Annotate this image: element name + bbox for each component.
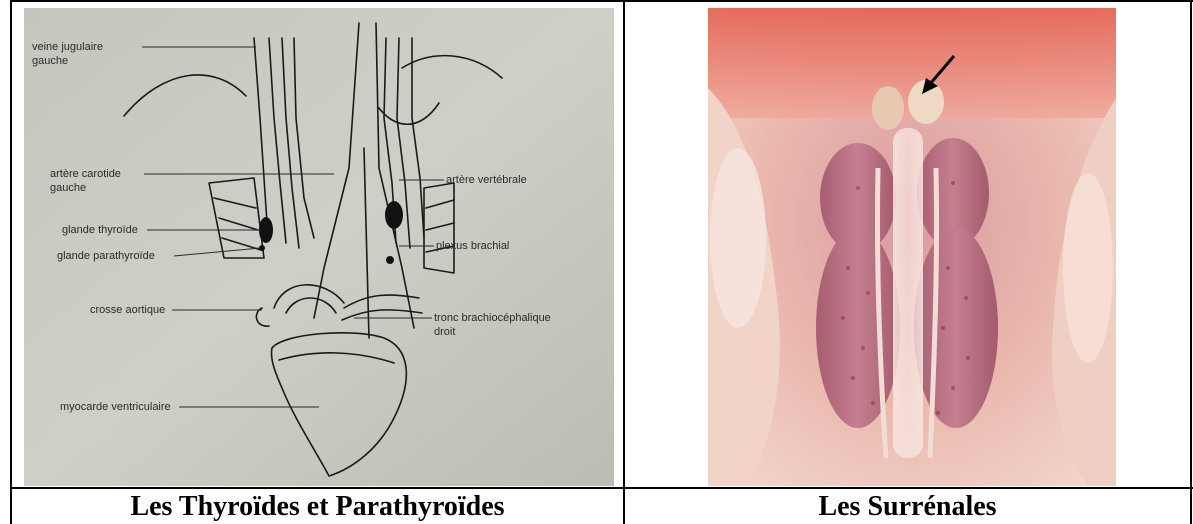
thyroid-diagram: veine jugulaire gauche artère carotide g…	[24, 8, 614, 486]
label-tronc-line2: droit	[434, 326, 455, 338]
adrenal-photo	[708, 8, 1116, 486]
caption-thyroids: Les Thyroïdes et Parathyroïdes	[12, 490, 623, 524]
label-plexus-brachial: plexus brachial	[436, 240, 509, 252]
table-border-right	[1190, 0, 1192, 524]
label-glande-parathyroide: glande parathyroïde	[57, 250, 155, 262]
label-veine-jugulaire-line2: gauche	[32, 55, 68, 67]
table-border-middle	[623, 0, 625, 524]
label-artere-carotide-line1: artère carotide	[50, 168, 121, 180]
right-shiny-tissue	[1063, 173, 1113, 363]
label-artere-carotide-line2: gauche	[50, 182, 86, 194]
right-kidney-lower	[914, 228, 998, 428]
table-border-top	[10, 0, 1193, 2]
diagram-background	[24, 8, 614, 486]
caption-adrenals: Les Surrénales	[625, 490, 1190, 524]
label-artere-vertebrale: artère vertébrale	[446, 174, 527, 186]
left-thyroid-gland	[259, 217, 273, 243]
right-parathyroid-gland	[386, 256, 394, 264]
label-glande-thyroide: glande thyroïde	[62, 224, 138, 236]
label-crosse-aortique: crosse aortique	[90, 304, 165, 316]
left-kidney-lower	[816, 228, 900, 428]
adrenal-photo-svg	[708, 8, 1116, 486]
right-thyroid-gland	[385, 201, 403, 229]
left-adrenal-gland	[872, 86, 904, 130]
central-vessel	[893, 128, 923, 458]
label-veine-jugulaire-line1: veine jugulaire	[32, 41, 103, 53]
table-border-left	[10, 0, 12, 524]
label-tronc-line1: tronc brachiocéphalique	[434, 312, 551, 324]
label-myocarde: myocarde ventriculaire	[60, 401, 171, 413]
table-border-caption-row	[10, 487, 1193, 489]
left-shiny-tissue	[710, 148, 766, 328]
thyroid-diagram-svg: veine jugulaire gauche artère carotide g…	[24, 8, 614, 486]
